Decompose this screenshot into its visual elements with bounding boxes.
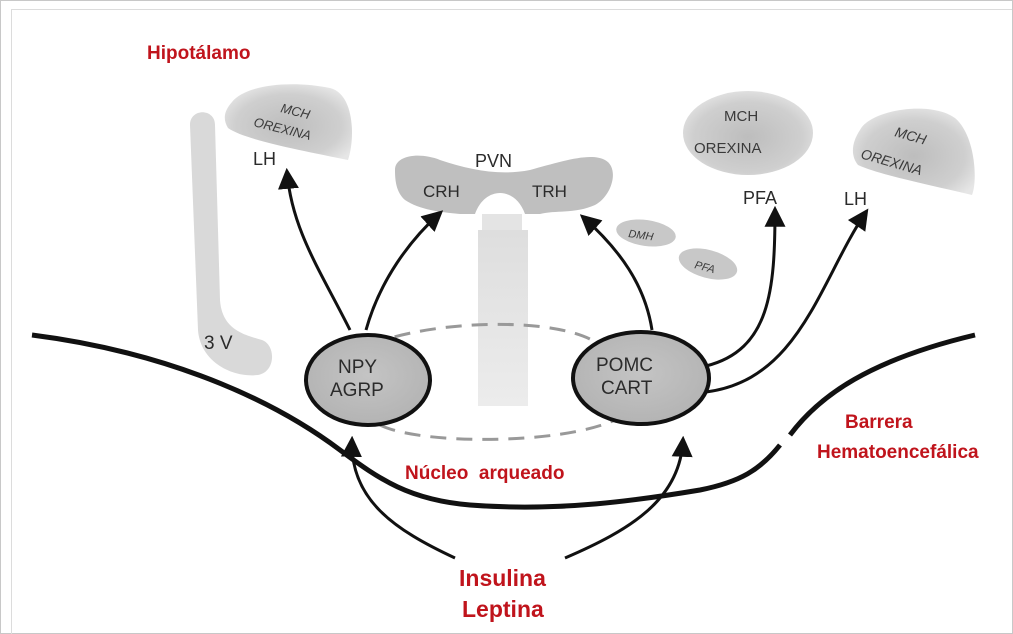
arrow-npy-to-lh: [287, 172, 350, 330]
arrow-pomc-to-pfa: [706, 210, 775, 366]
arrow-pomc-to-lh: [706, 212, 866, 392]
crh-label: CRH: [423, 182, 460, 201]
right-center-mch-orexin-region: [683, 91, 813, 175]
pvn-label: PVN: [475, 151, 512, 171]
trh-label: TRH: [532, 182, 567, 201]
right-center-mch-label: MCH: [724, 108, 758, 125]
barrier-label-line2: Hematoencefálica: [817, 442, 979, 463]
insulin-label: Insulina: [459, 565, 546, 591]
arrow-npy-to-crh: [366, 213, 440, 330]
hypothalamus-title: Hipotálamo: [147, 43, 250, 64]
agrp-label: AGRP: [330, 380, 384, 401]
right-center-orexin-label: OREXINA: [694, 140, 762, 157]
arcuate-nucleus-label: Núcleo arqueado: [405, 463, 564, 484]
barrier-label-line1: Barrera: [845, 412, 913, 433]
pfa-label: PFA: [743, 188, 777, 208]
left-lh-label: LH: [253, 149, 276, 169]
pomc-label: POMC: [596, 355, 653, 376]
npy-label: NPY: [338, 357, 377, 378]
right-lh-label: LH: [844, 189, 867, 209]
leptin-label: Leptina: [462, 596, 544, 622]
arcuate-boundary-bottom: [380, 420, 615, 439]
cart-label: CART: [601, 378, 653, 399]
third-ventricle-label: 3 V: [204, 333, 233, 354]
pvn-stem: [478, 230, 528, 406]
